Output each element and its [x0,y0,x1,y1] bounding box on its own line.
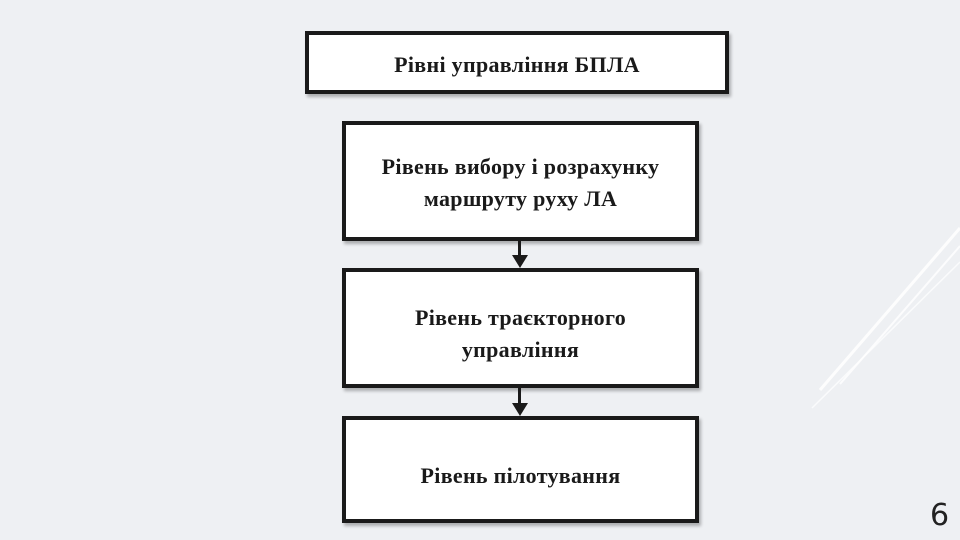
level-box-piloting: Рівень пілотування [342,416,699,523]
page-number: 6 [930,498,950,533]
level-label-piloting: Рівень пілотування [420,463,621,488]
decorative-line [818,227,960,391]
decorative-line [811,261,960,409]
level-label-trajectory: Рівень траєкторного управління [414,305,627,362]
level-box-route: Рівень вибору і розрахунку маршруту руху… [342,121,699,241]
down-arrow [512,388,528,416]
down-arrow [512,241,528,268]
level-label-route: Рівень вибору і розрахунку маршруту руху… [381,154,660,211]
diagram-title-box: Рівні управління БПЛА [305,31,729,94]
diagram-title: Рівні управління БПЛА [394,52,640,77]
level-box-trajectory: Рівень траєкторного управління [342,268,699,388]
